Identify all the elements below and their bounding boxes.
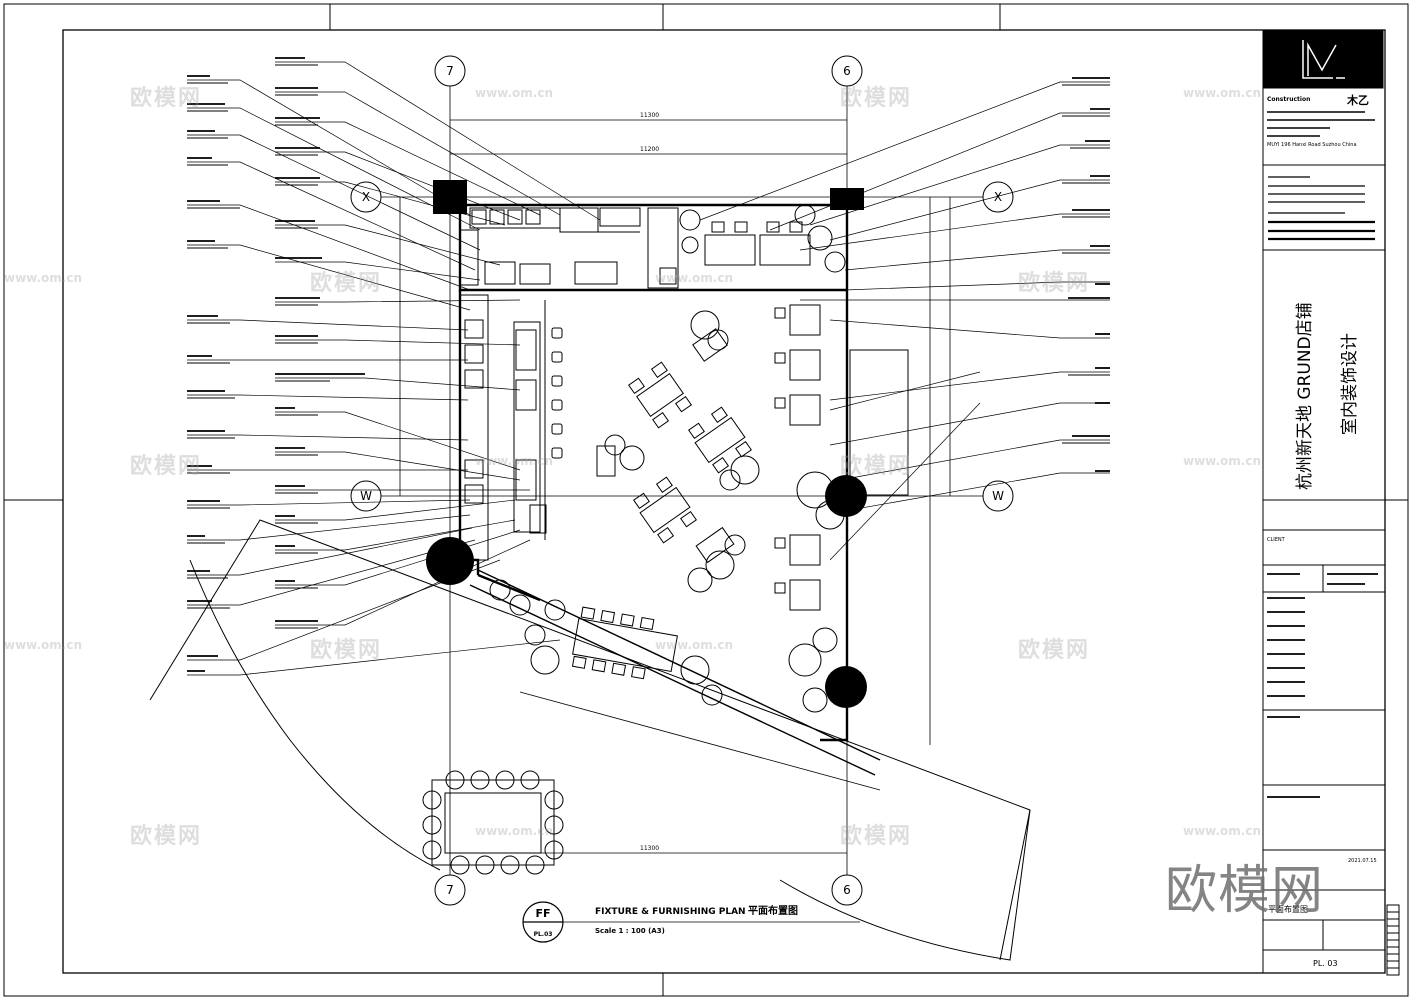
dimension-lines xyxy=(399,119,951,854)
scale-bar xyxy=(1386,904,1400,976)
project-title-line1: 杭州新天地 GRUND店铺 xyxy=(1295,302,1315,490)
dim-bottom: 11300 xyxy=(640,845,659,852)
leader-lines-right xyxy=(699,81,1110,561)
grid-bubbles xyxy=(350,55,1014,906)
grid-bubble-labels: 7 6 7 6 X X W W xyxy=(360,64,1004,897)
copyright-lines xyxy=(1268,176,1375,241)
leader-lines-left xyxy=(187,61,601,676)
planters xyxy=(489,204,846,713)
drawing-code: FF xyxy=(535,907,550,920)
drawing-title-cn: 平面布置图 xyxy=(748,904,798,917)
approval-rows xyxy=(1267,573,1378,798)
grid-w-left: W xyxy=(360,489,372,503)
company-name-en: Construction xyxy=(1267,96,1310,103)
storefront-line xyxy=(469,569,881,776)
watermark-brand-large: 欧模网 xyxy=(1165,861,1325,921)
grid-7-top: 7 xyxy=(446,64,454,78)
drawing-title-en: FIXTURE & FURNISHING PLAN xyxy=(595,907,746,917)
title-block xyxy=(1262,29,1386,974)
dim-top-outer: 11300 xyxy=(640,112,659,119)
grid-w-right: W xyxy=(992,489,1004,503)
dining-tables xyxy=(571,221,909,680)
callout-labels-left xyxy=(187,57,365,672)
grid-6-top: 6 xyxy=(843,64,851,78)
project-title-line2: 室内装饰设计 xyxy=(1340,333,1360,435)
drawing-title-marker xyxy=(522,901,860,943)
company-address: MUYI 196 Hanxi Road Suzhou China xyxy=(1267,142,1357,148)
grid-6-bottom: 6 xyxy=(843,883,851,897)
drawing-date: 2021.07.15 xyxy=(1348,858,1377,864)
grid-x-left: X xyxy=(362,190,370,204)
company-name-cn: 木乙 xyxy=(1346,93,1369,107)
company-info-lines xyxy=(1267,111,1375,137)
grid-x-right: X xyxy=(994,190,1002,204)
outdoor-planter xyxy=(422,770,564,875)
client-label: CLIENT xyxy=(1267,537,1286,543)
callout-labels-right xyxy=(1062,77,1110,472)
company-logo xyxy=(1302,40,1345,79)
title-block-drawing-name: 平面布置图 xyxy=(1268,904,1308,914)
drawing-scale: Scale 1 : 100 (A3) xyxy=(595,927,665,935)
dim-top-inner: 11200 xyxy=(640,146,659,153)
site-boundary xyxy=(149,519,1031,961)
kitchen-equipment xyxy=(459,207,679,289)
back-counter xyxy=(459,294,547,561)
bar-stools xyxy=(551,327,563,459)
grid-7-bottom: 7 xyxy=(446,883,454,897)
drawing-sheet-ref: PL.03 xyxy=(534,931,553,938)
grid-lines xyxy=(380,85,985,875)
page-number: PL. 03 xyxy=(1313,959,1338,968)
margin-ticks xyxy=(4,4,1408,996)
